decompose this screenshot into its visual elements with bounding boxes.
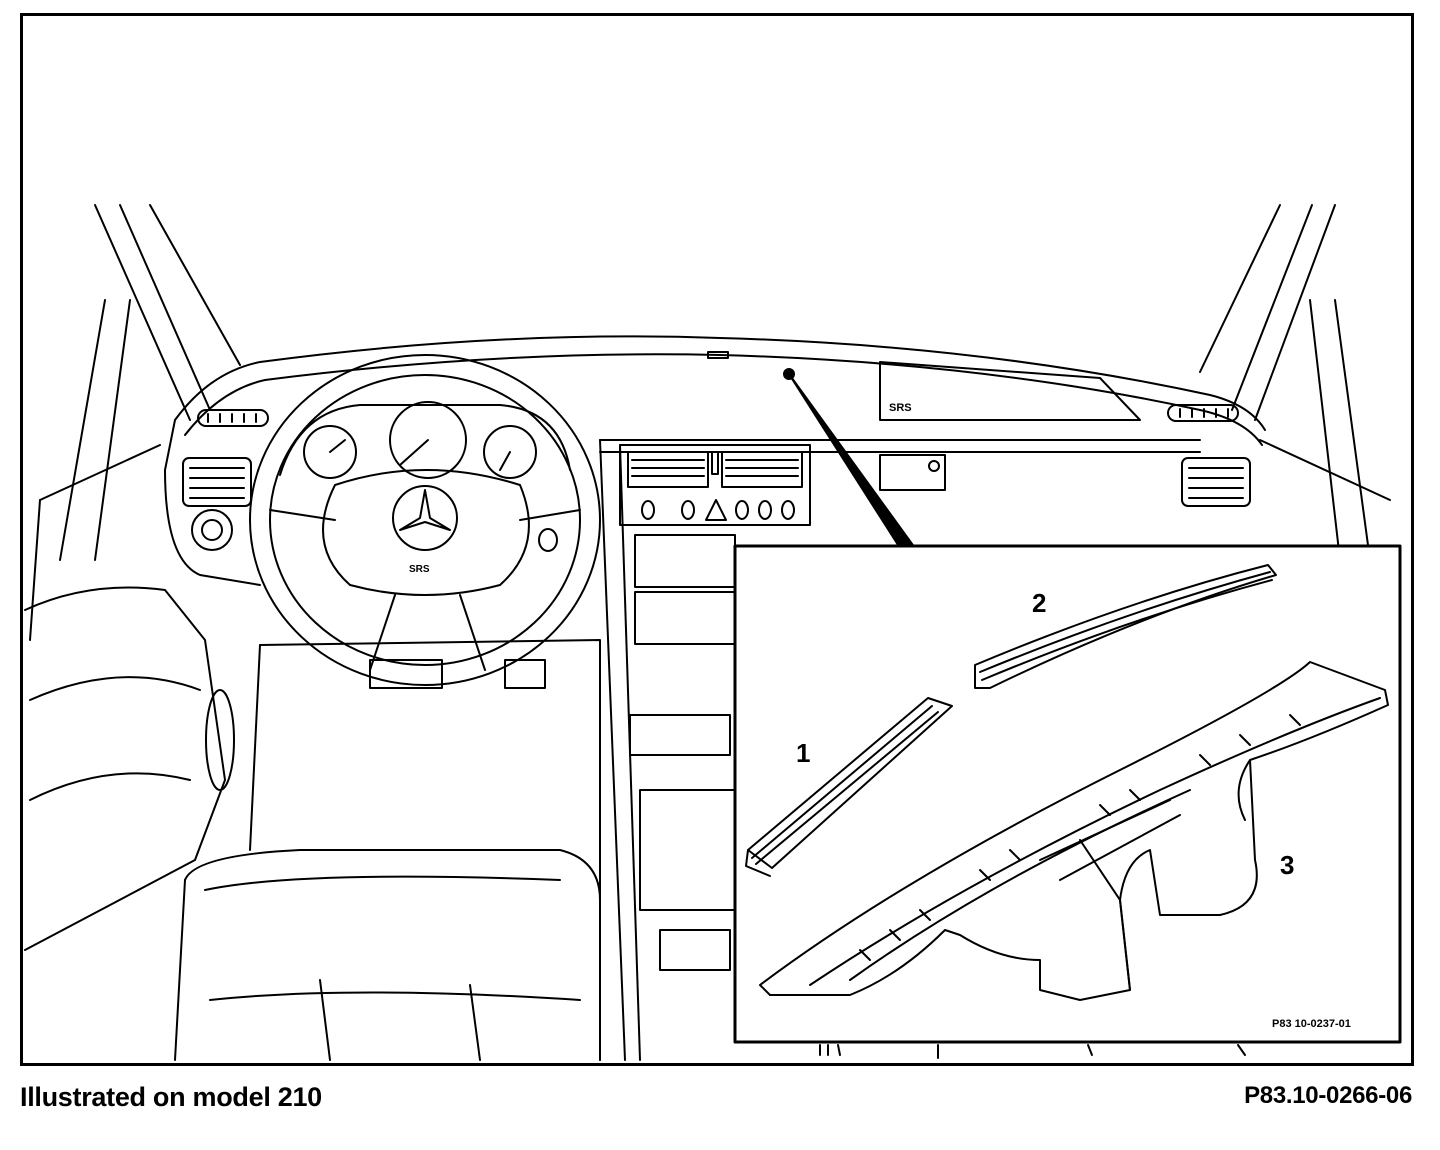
right-corner-vent <box>1168 405 1238 421</box>
light-switch-knob <box>192 510 232 550</box>
passenger-airbag-panel <box>880 362 1140 420</box>
vent-strip-center <box>975 565 1276 688</box>
glove-box <box>880 455 945 490</box>
bottom-marks <box>820 1045 1245 1058</box>
dashboard-carrier <box>760 662 1388 1000</box>
vent-strip-left <box>746 698 952 876</box>
door-panel <box>25 588 234 951</box>
callout-2: 2 <box>1032 588 1047 618</box>
right-side-vent <box>1182 458 1250 506</box>
callout-leader <box>784 369 915 548</box>
right-a-pillar <box>1200 205 1390 560</box>
steering-wheel <box>250 355 600 685</box>
callout-3: 3 <box>1280 850 1295 880</box>
callout-1: 1 <box>796 738 811 768</box>
passenger-airbag-label: SRS <box>889 402 912 414</box>
figure-reference-number: P83.10-0266-06 <box>1244 1082 1412 1109</box>
left-corner-vent <box>198 410 268 426</box>
inset-reference-number: P83 10-0237-01 <box>1272 1018 1351 1030</box>
driver-seat <box>175 850 600 1060</box>
instrument-cluster <box>280 402 570 478</box>
steering-wheel-airbag-label: SRS <box>409 564 430 575</box>
figure-caption: Illustrated on model 210 <box>20 1082 322 1112</box>
left-side-vent <box>183 458 251 506</box>
left-a-pillar <box>30 205 240 640</box>
hazard-triangle-icon <box>706 500 726 520</box>
